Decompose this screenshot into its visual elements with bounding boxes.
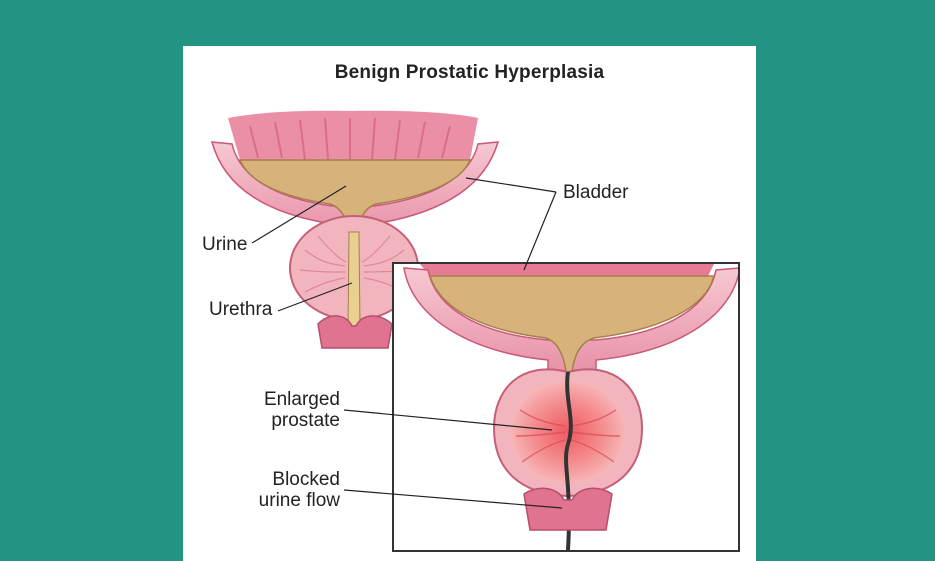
bladder-label: Bladder: [563, 182, 629, 203]
enlarged-prostate-label-line2: prostate: [271, 410, 340, 431]
urine-label: Urine: [202, 234, 248, 255]
enlarged-prostate-label: Enlarged prostate: [240, 389, 340, 431]
leader-lines: [251, 177, 563, 509]
blocked-flow-label: Blocked urine flow: [230, 469, 340, 511]
blocked-flow-label-line1: Blocked: [272, 469, 340, 490]
blocked-flow-leader: [343, 489, 563, 509]
normal-bladder-inner-folds: [228, 110, 478, 162]
diagram-title: Benign Prostatic Hyperplasia: [334, 62, 605, 83]
enlarged-prostate-leader: [343, 409, 553, 431]
enlarged-bladder-wall: [403, 267, 738, 373]
urethra-leader: [277, 282, 353, 312]
normal-urethra: [347, 231, 361, 331]
urethra-label: Urethra: [209, 299, 273, 320]
blocked-flow-label-line2: urine flow: [258, 490, 340, 511]
enlarged-prostate-label-line1: Enlarged: [263, 389, 340, 410]
bladder-leader-top: [465, 177, 557, 193]
bladder-leader-bottom: [523, 191, 557, 271]
normal-base-tissue: [317, 315, 393, 349]
urine-leader: [251, 185, 347, 244]
enlarged-bladder: [403, 264, 738, 550]
enlarged-base-tissue: [523, 487, 613, 531]
